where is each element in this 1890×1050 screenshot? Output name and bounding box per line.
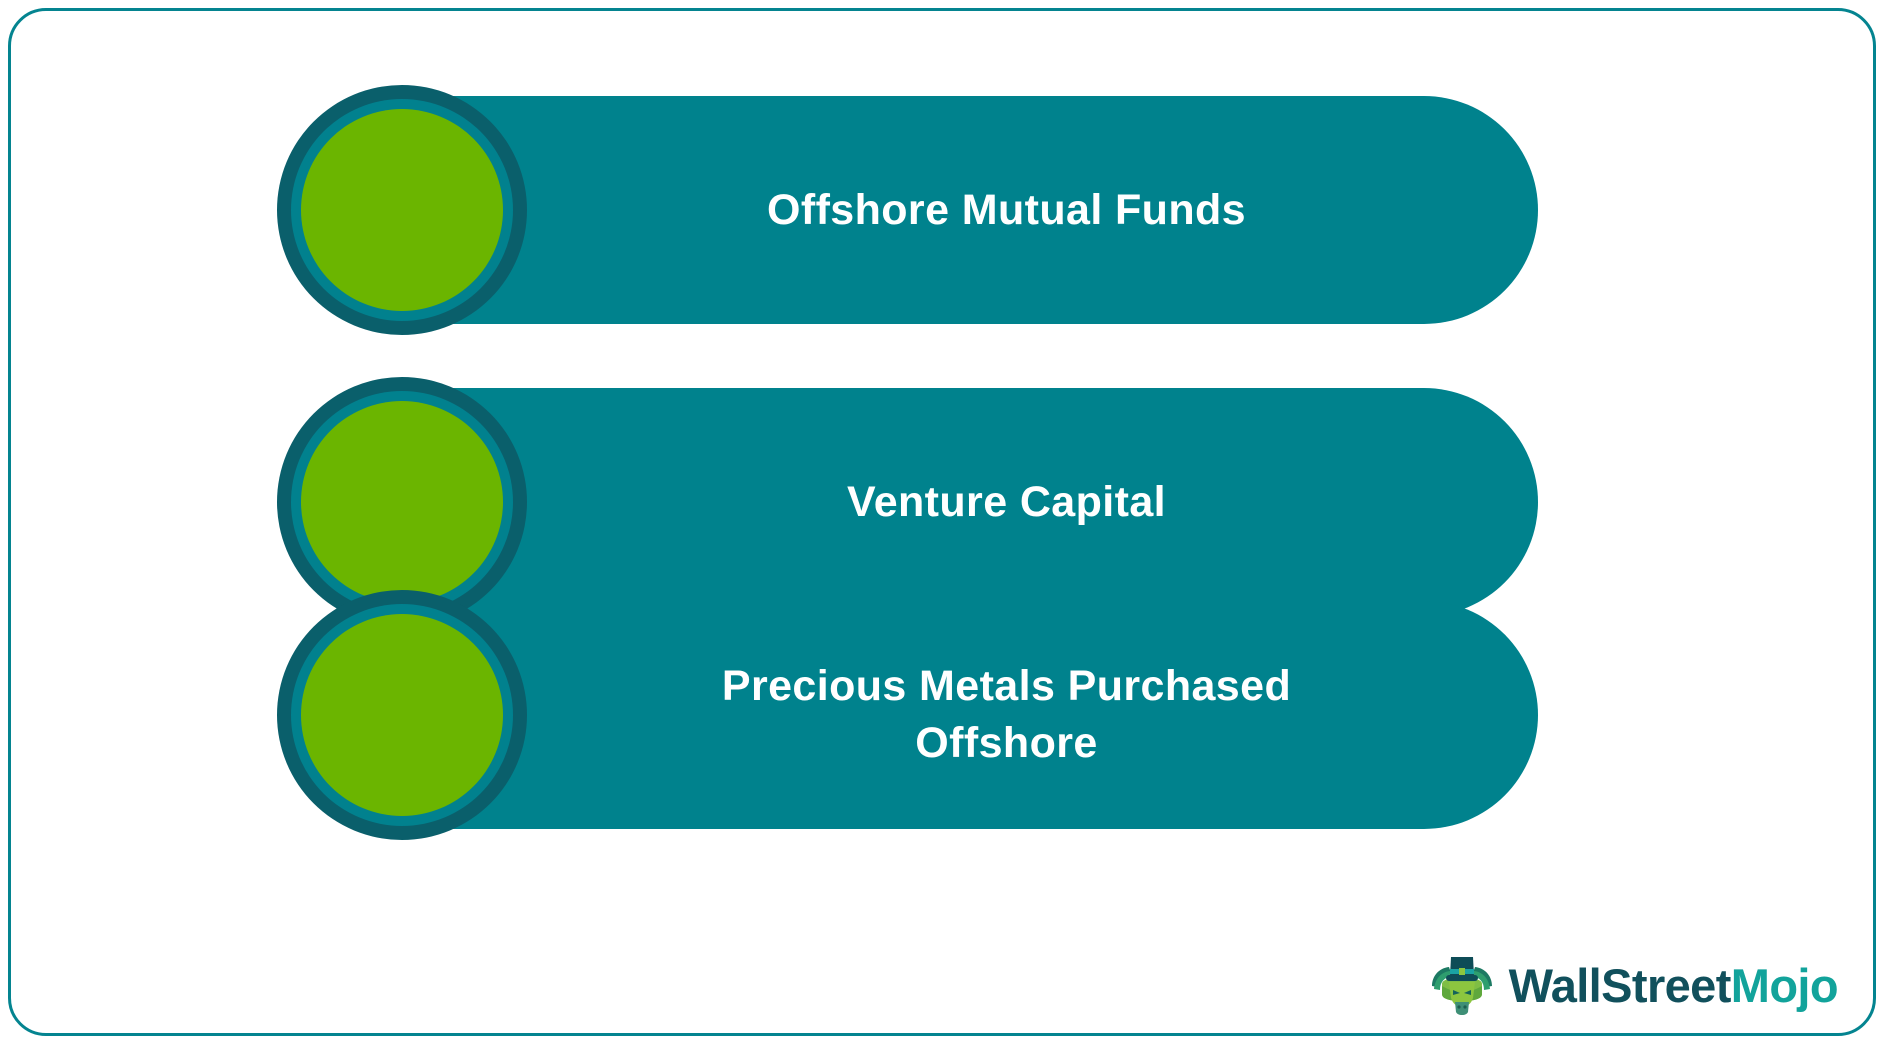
row-pill-2[interactable]: Venture Capital xyxy=(330,388,1538,616)
circle-core xyxy=(301,109,503,311)
brand-word-primary: WallStreet xyxy=(1508,958,1732,1012)
green-circle-icon xyxy=(277,590,527,840)
green-circle-icon xyxy=(277,377,527,627)
green-circle-icon xyxy=(277,85,527,335)
row-pill-3[interactable]: Precious Metals Purchased Offshore xyxy=(330,601,1538,829)
brand-word-accent: Mojo xyxy=(1730,958,1839,1012)
row-label-1: Offshore Mutual Funds xyxy=(767,185,1246,234)
row-label-3: Precious Metals Purchased Offshore xyxy=(721,662,1292,767)
brand-wordmark: WallStreetMojo xyxy=(1508,958,1839,1013)
list-item[interactable]: Precious Metals Purchased Offshore xyxy=(0,590,1890,840)
list-item[interactable]: Offshore Mutual Funds xyxy=(0,85,1890,335)
bull-mascot-tophat-icon xyxy=(1431,957,1492,1015)
circle-core xyxy=(301,401,503,603)
list-item[interactable]: Venture Capital xyxy=(0,377,1890,627)
circle-core xyxy=(301,614,503,816)
brand-logo[interactable]: WallStreetMojo xyxy=(1429,954,1839,1016)
row-pill-1[interactable]: Offshore Mutual Funds xyxy=(330,96,1538,324)
row-label-2: Venture Capital xyxy=(846,477,1167,526)
